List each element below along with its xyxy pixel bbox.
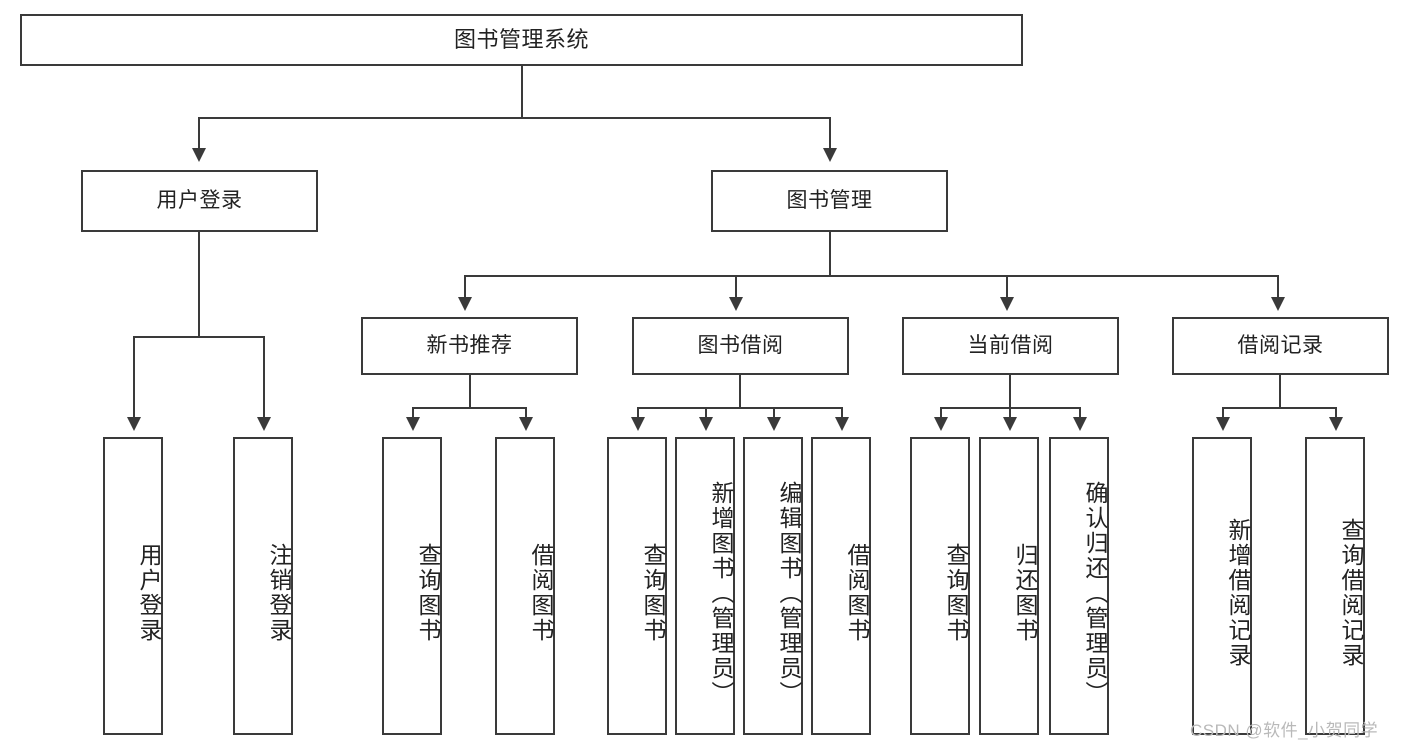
connector-borrow-record-stem	[1279, 375, 1281, 408]
connector-book-management-stem	[829, 232, 831, 276]
connector-book-management-bus	[464, 275, 1277, 277]
leaf-logout[interactable]: 注销登录	[233, 437, 293, 735]
node-label: 新书推荐	[426, 334, 513, 358]
connector-new-book-stem	[469, 375, 471, 408]
connector-cb-drop-3	[1079, 407, 1081, 420]
leaf-query-borrow-record[interactable]: 查询借阅记录	[1305, 437, 1365, 735]
arrowhead-bb-leaf-4	[835, 417, 849, 431]
connector-cb-drop-1	[940, 407, 942, 420]
node-borrow-record[interactable]: 借阅记录	[1172, 317, 1389, 375]
connector-user-login-stem	[198, 232, 200, 337]
node-label: 借阅图书	[844, 543, 870, 643]
node-label: 确认归还（管理员）	[1082, 480, 1108, 706]
node-label: 注销登录	[266, 543, 292, 643]
connector-new-book-drop-1	[412, 407, 414, 420]
arrowhead-br-leaf-2	[1329, 417, 1343, 431]
node-book-management-system[interactable]: 图书管理系统	[20, 14, 1023, 66]
arrowhead-bb-leaf-1	[631, 417, 645, 431]
arrowhead-bm-to-current-borrow	[1000, 297, 1014, 311]
connector-user-login-drop-2	[263, 336, 265, 420]
leaf-query-book-recommend[interactable]: 查询图书	[382, 437, 442, 735]
connector-root-to-user-login	[198, 117, 200, 151]
node-user-login[interactable]: 用户登录	[81, 170, 318, 232]
node-label: 图书管理系统	[453, 26, 589, 52]
leaf-query-book-current[interactable]: 查询图书	[910, 437, 970, 735]
arrowhead-bb-leaf-3	[767, 417, 781, 431]
connector-new-book-bus	[412, 407, 527, 409]
connector-bb-drop-1	[637, 407, 639, 420]
leaf-confirm-return-admin[interactable]: 确认归还（管理员）	[1049, 437, 1109, 735]
node-new-book-recommend[interactable]: 新书推荐	[361, 317, 578, 375]
node-book-borrow[interactable]: 图书借阅	[632, 317, 849, 375]
connector-bm-drop-3	[1006, 275, 1008, 300]
connector-book-borrow-stem	[739, 375, 741, 408]
arrowhead-cb-leaf-2	[1003, 417, 1017, 431]
node-label: 查询图书	[943, 543, 969, 643]
node-label: 查询借阅记录	[1338, 518, 1364, 668]
arrowhead-bm-to-borrow-record	[1271, 297, 1285, 311]
leaf-user-login[interactable]: 用户登录	[103, 437, 163, 735]
leaf-add-book-admin[interactable]: 新增图书（管理员）	[675, 437, 735, 735]
node-label: 用户登录	[136, 543, 162, 643]
node-label: 借阅图书	[528, 543, 554, 643]
connector-bb-drop-4	[841, 407, 843, 420]
connector-new-book-drop-2	[525, 407, 527, 420]
node-label: 新增借阅记录	[1225, 518, 1251, 668]
connector-br-drop-1	[1222, 407, 1224, 420]
connector-bm-drop-4	[1277, 275, 1279, 300]
leaf-borrow-book[interactable]: 借阅图书	[811, 437, 871, 735]
node-label: 查询图书	[640, 543, 666, 643]
connector-user-login-bus	[133, 336, 265, 338]
node-current-borrow[interactable]: 当前借阅	[902, 317, 1119, 375]
node-label: 借阅记录	[1237, 334, 1324, 358]
node-book-management[interactable]: 图书管理	[711, 170, 948, 232]
connector-root-to-book-management	[829, 117, 831, 151]
arrowhead-bm-to-new-book-recommend	[458, 297, 472, 311]
connector-cb-drop-2	[1009, 407, 1011, 420]
node-label: 图书借阅	[697, 334, 784, 358]
node-label: 查询图书	[415, 543, 441, 643]
arrowhead-new-book-leaf-2	[519, 417, 533, 431]
connector-user-login-drop-1	[133, 336, 135, 420]
node-label: 新增图书（管理员）	[708, 480, 734, 706]
leaf-add-borrow-record[interactable]: 新增借阅记录	[1192, 437, 1252, 735]
arrowhead-user-login-leaf-1	[127, 417, 141, 431]
arrowhead-root-to-user-login	[192, 148, 206, 162]
node-label: 归还图书	[1012, 543, 1038, 643]
node-label: 图书管理	[786, 189, 873, 213]
node-label: 当前借阅	[967, 334, 1054, 358]
leaf-query-book-borrow[interactable]: 查询图书	[607, 437, 667, 735]
connector-bb-drop-2	[705, 407, 707, 420]
arrowhead-br-leaf-1	[1216, 417, 1230, 431]
connector-borrow-record-bus	[1222, 407, 1337, 409]
arrowhead-user-login-leaf-2	[257, 417, 271, 431]
connector-bm-drop-1	[464, 275, 466, 300]
arrowhead-root-to-book-management	[823, 148, 837, 162]
arrowhead-new-book-leaf-1	[406, 417, 420, 431]
connector-root-bus	[198, 117, 831, 119]
connector-bm-drop-2	[735, 275, 737, 300]
arrowhead-bm-to-book-borrow	[729, 297, 743, 311]
arrowhead-bb-leaf-2	[699, 417, 713, 431]
connector-current-borrow-stem	[1009, 375, 1011, 408]
leaf-borrow-book-recommend[interactable]: 借阅图书	[495, 437, 555, 735]
arrowhead-cb-leaf-1	[934, 417, 948, 431]
node-label: 用户登录	[156, 189, 243, 213]
connector-bb-drop-3	[773, 407, 775, 420]
connector-root-stem	[521, 66, 523, 118]
arrowhead-cb-leaf-3	[1073, 417, 1087, 431]
node-label: 编辑图书（管理员）	[776, 480, 802, 706]
leaf-return-book[interactable]: 归还图书	[979, 437, 1039, 735]
connector-book-borrow-bus	[637, 407, 843, 409]
leaf-edit-book-admin[interactable]: 编辑图书（管理员）	[743, 437, 803, 735]
connector-br-drop-2	[1335, 407, 1337, 420]
